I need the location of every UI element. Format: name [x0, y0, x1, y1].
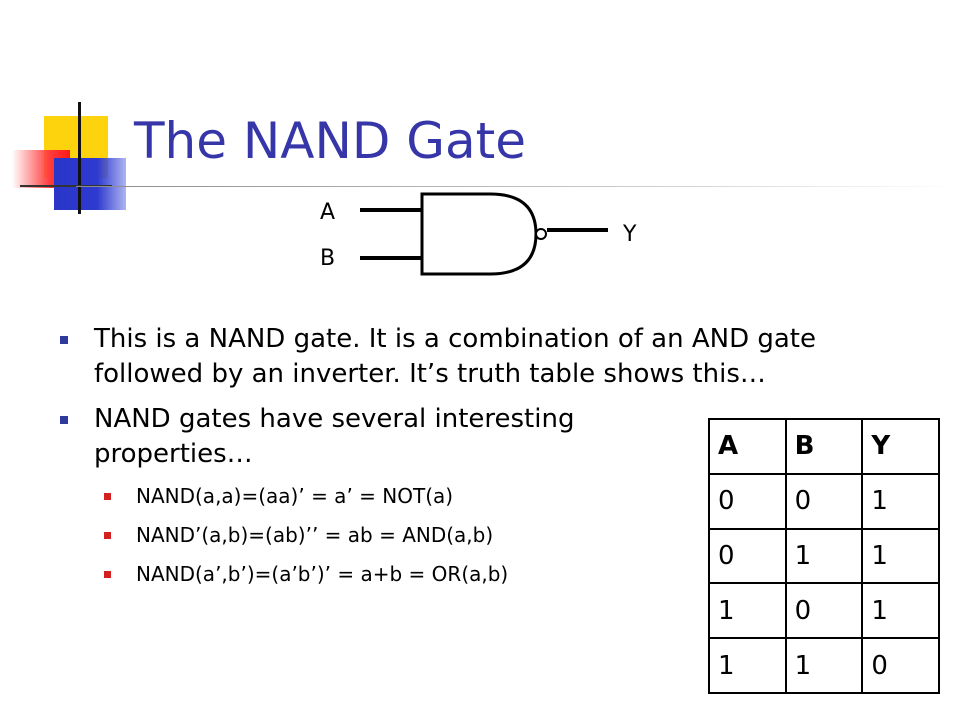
truth-table-cell: 0 — [784, 582, 864, 640]
truth-table-row: 0 1 1 — [708, 527, 940, 585]
truth-table-header-y: Y — [861, 418, 940, 475]
nand-gate-diagram: A B Y — [300, 190, 660, 290]
truth-table-row: 1 1 0 — [708, 637, 940, 694]
truth-table-header-b: B — [784, 418, 864, 475]
truth-table-header-row: A B Y — [708, 418, 940, 475]
bullet-item: NAND gates have several interesting prop… — [60, 402, 820, 472]
nand-gate-symbol-icon — [360, 192, 608, 276]
gate-output-y-label: Y — [623, 222, 637, 247]
logo-horizontal-line — [20, 185, 112, 187]
truth-table-cell: 1 — [861, 472, 940, 530]
sub-bullet-text: NAND’(a,b)=(ab)’’ = ab = AND(a,b) — [136, 523, 494, 547]
gate-input-a-label: A — [320, 200, 336, 225]
bullet-list: This is a NAND gate. It is a combination… — [60, 322, 820, 599]
truth-table-cell: 1 — [784, 527, 864, 585]
sub-bullet-square-icon — [104, 493, 111, 500]
truth-table-cell: 0 — [708, 527, 787, 585]
sub-bullet-text: NAND(a,a)=(aa)’ = a’ = NOT(a) — [136, 484, 454, 508]
bullet-square-icon — [60, 416, 68, 424]
logo-vertical-line — [78, 102, 81, 214]
sub-bullet-item: NAND’(a,b)=(ab)’’ = ab = AND(a,b) — [90, 521, 820, 549]
bullet-square-icon — [60, 336, 68, 344]
truth-table-row: 1 0 1 — [708, 582, 940, 640]
corner-logo-icon — [0, 0, 140, 230]
slide-title: The NAND Gate — [134, 112, 527, 170]
truth-table: A B Y 0 0 1 0 1 1 1 0 1 1 1 0 — [708, 418, 940, 694]
truth-table-row: 0 0 1 — [708, 472, 940, 530]
truth-table-cell: 1 — [861, 582, 940, 640]
bullet-text: NAND gates have several interesting prop… — [94, 404, 575, 469]
truth-table-cell: 0 — [784, 472, 864, 530]
bullet-text: This is a NAND gate. It is a combination… — [94, 324, 816, 389]
truth-table-cell: 0 — [861, 637, 940, 694]
truth-table-header-a: A — [708, 418, 787, 475]
sub-bullet-item: NAND(a’,b’)=(a’b’)’ = a+b = OR(a,b) — [90, 560, 820, 588]
title-divider — [76, 186, 960, 187]
sub-bullet-square-icon — [104, 571, 111, 578]
truth-table-cell: 1 — [784, 637, 864, 694]
sub-bullet-item: NAND(a,a)=(aa)’ = a’ = NOT(a) — [90, 482, 820, 510]
bullet-item: This is a NAND gate. It is a combination… — [60, 322, 820, 392]
sub-bullet-square-icon — [104, 532, 111, 539]
truth-table-cell: 1 — [708, 637, 787, 694]
truth-table-cell: 1 — [861, 527, 940, 585]
gate-input-b-label: B — [320, 246, 336, 271]
sub-bullet-text: NAND(a’,b’)=(a’b’)’ = a+b = OR(a,b) — [136, 562, 509, 586]
truth-table-cell: 0 — [708, 472, 787, 530]
logo-blue-square — [54, 158, 126, 210]
truth-table-cell: 1 — [708, 582, 787, 640]
